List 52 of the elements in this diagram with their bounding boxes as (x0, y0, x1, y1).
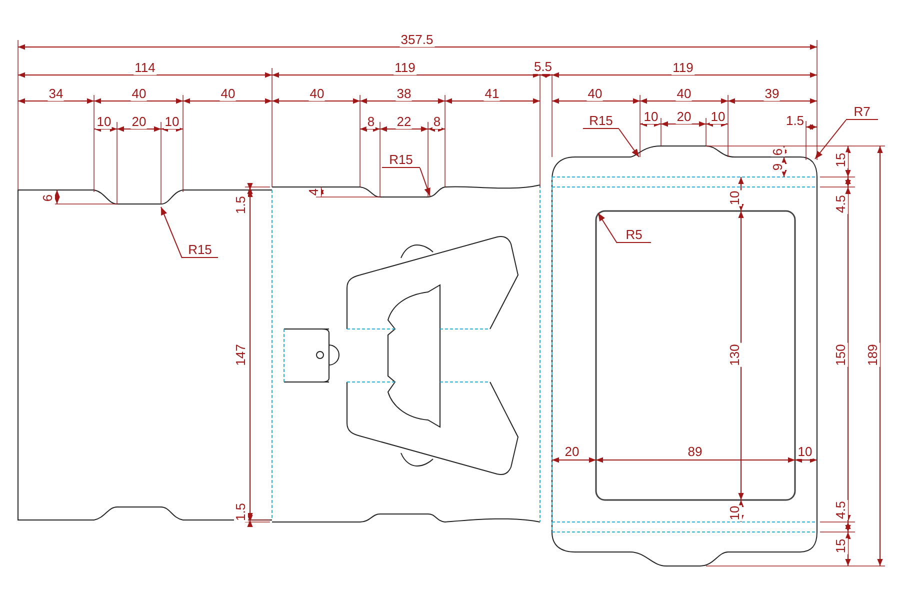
dimension-value: 10 (710, 110, 726, 124)
dimension-value: 39 (764, 87, 780, 101)
dimension-value: 150 (834, 343, 848, 367)
dimension-value: 20 (130, 115, 148, 129)
dimension-value: 10 (728, 190, 742, 206)
dimension-value: 10 (642, 110, 660, 124)
dimension-value: 357.5 (400, 33, 434, 47)
dimension-value: 15 (834, 152, 848, 168)
dimension-value: 1.5 (234, 194, 248, 216)
dimension-value: 6 (41, 193, 55, 203)
dimension-value: 15 (834, 538, 848, 554)
dimension-value: 38 (396, 87, 412, 101)
leader-line (814, 120, 846, 160)
dimension-value: 20 (564, 445, 580, 459)
dimension-value: 40 (220, 87, 236, 101)
dimension-value: 9 (771, 162, 785, 172)
dimension-value: 189 (866, 343, 880, 367)
dimension-value: 20 (676, 110, 692, 124)
dimension-value: 10 (796, 445, 814, 459)
leader-line (420, 168, 430, 196)
dimension-value: 40 (130, 87, 148, 101)
dimension-value: 41 (484, 87, 500, 101)
radius-callout: R15 (382, 152, 420, 168)
dimension-value: 4.5 (834, 500, 848, 520)
dimension-value: 10 (96, 115, 112, 129)
radius-callout: R15 (583, 113, 619, 129)
dimension-value: 40 (676, 87, 692, 101)
dimension-value: 10 (728, 504, 742, 522)
dimension-value: 40 (308, 87, 326, 101)
dimension-value: 89 (686, 445, 704, 459)
dimension-value: 130 (728, 343, 742, 367)
dimension-value: 40 (586, 87, 604, 101)
dimension-value: 1.5 (234, 502, 248, 522)
dimension-value: 119 (672, 61, 694, 75)
dimension-value: 10 (164, 115, 180, 129)
radius-callout: R7 (846, 104, 878, 120)
leader-line (160, 206, 182, 258)
dimension-value: 8 (432, 115, 442, 129)
radius-callout: R5 (617, 227, 651, 243)
dimension-value: 4.5 (834, 194, 848, 214)
dimension-value: 34 (48, 87, 64, 101)
dimension-value: 114 (134, 61, 156, 75)
dimension-value: 147 (234, 343, 248, 367)
dimension-value: 1.5 (784, 114, 806, 128)
dimension-value: 119 (394, 61, 416, 75)
leader-line (618, 128, 640, 158)
leader-line (598, 212, 618, 244)
dimension-value: 8 (366, 115, 376, 129)
dimension-value: 22 (396, 115, 412, 129)
radius-callout: R15 (182, 242, 218, 258)
dimension-value: 6 (771, 147, 785, 157)
dimension-value: 5.5 (532, 60, 554, 74)
